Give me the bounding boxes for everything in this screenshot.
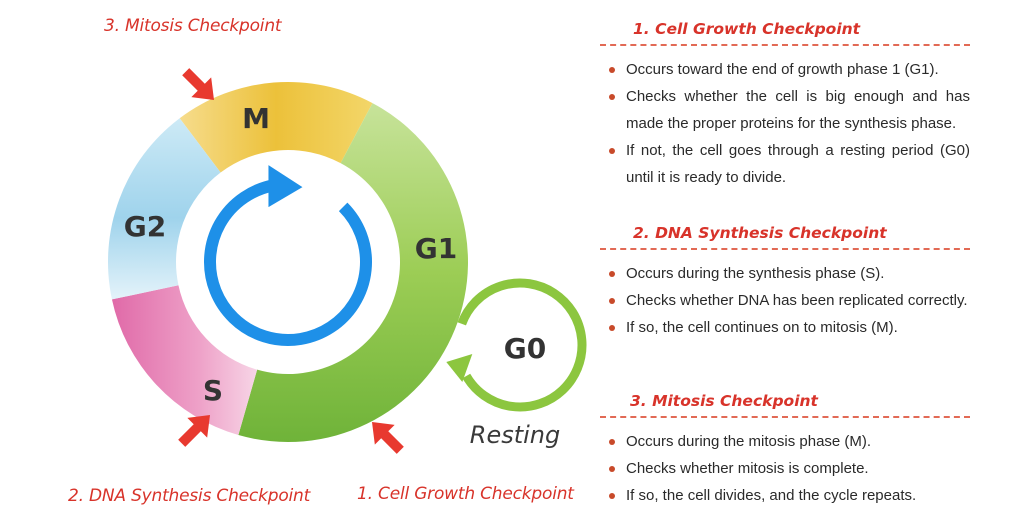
phase-label-s: S: [203, 374, 223, 407]
list-item: Checks whether DNA has been replicated c…: [600, 287, 970, 314]
mitosis-checkpoint-label: 3. Mitosis Checkpoint: [104, 16, 282, 36]
list-item: Checks whether the cell is big enough an…: [600, 83, 970, 137]
phase-label-m: M: [242, 102, 270, 135]
bullet-list: Occurs toward the end of growth phase 1 …: [600, 56, 970, 191]
dna-checkpoint-label: 2. DNA Synthesis Checkpoint: [68, 486, 311, 506]
g0-resting-arrow: [457, 278, 587, 412]
panel-title: 1. Cell Growth Checkpoint: [633, 20, 861, 38]
phase-label-g1: G1: [415, 232, 457, 265]
cycle-arrowhead-icon: [268, 165, 303, 208]
bullet-list: Occurs during the synthesis phase (S). C…: [600, 260, 970, 341]
list-item: Occurs during the synthesis phase (S).: [600, 260, 970, 287]
list-item: Checks whether mitosis is complete.: [600, 455, 970, 482]
cell-growth-checkpoint-panel: 1. Cell Growth Checkpoint Occurs toward …: [600, 20, 970, 191]
phase-label-g2: G2: [124, 210, 166, 243]
g2-phase-segment: [107, 118, 221, 300]
list-item: Occurs toward the end of growth phase 1 …: [600, 56, 970, 83]
cycle-arrow: [204, 179, 372, 346]
mitosis-checkpoint-arrow-icon: [182, 68, 214, 100]
cell-cycle-diagram: M G1 G2 S G0 Resting: [107, 68, 587, 454]
growth-checkpoint-label: 1. Cell Growth Checkpoint: [357, 484, 574, 504]
m-phase-segment: [179, 82, 373, 173]
bullet-list: Occurs during the mitosis phase (M). Che…: [600, 428, 970, 509]
panel-title: 3. Mitosis Checkpoint: [630, 392, 818, 410]
mitosis-checkpoint-panel: 3. Mitosis Checkpoint Occurs during the …: [600, 392, 970, 509]
list-item: If not, the cell goes through a resting …: [600, 137, 970, 191]
panel-title: 2. DNA Synthesis Checkpoint: [633, 224, 887, 242]
list-item: Occurs during the mitosis phase (M).: [600, 428, 970, 455]
dna-synthesis-checkpoint-panel: 2. DNA Synthesis Checkpoint Occurs durin…: [600, 224, 970, 341]
divider: [600, 44, 970, 46]
s-phase-segment: [111, 285, 258, 436]
list-item: If so, the cell divides, and the cycle r…: [600, 482, 970, 509]
divider: [600, 416, 970, 418]
phase-label-g0: G0: [504, 332, 546, 365]
divider: [600, 248, 970, 250]
g0-arrowhead-icon: [446, 354, 473, 382]
list-item: If so, the cell continues on to mitosis …: [600, 314, 970, 341]
g1-phase-segment: [238, 103, 468, 442]
dna-checkpoint-arrow-icon: [178, 415, 210, 447]
growth-checkpoint-arrow-icon: [372, 422, 404, 454]
resting-label: Resting: [470, 421, 560, 449]
